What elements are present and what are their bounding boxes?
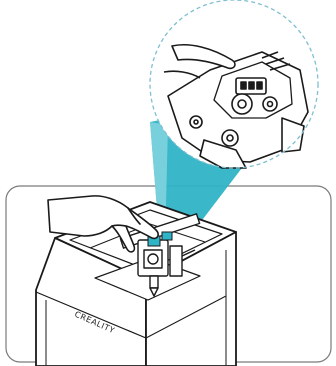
instruction-illustration: CREALITY <box>0 0 336 366</box>
